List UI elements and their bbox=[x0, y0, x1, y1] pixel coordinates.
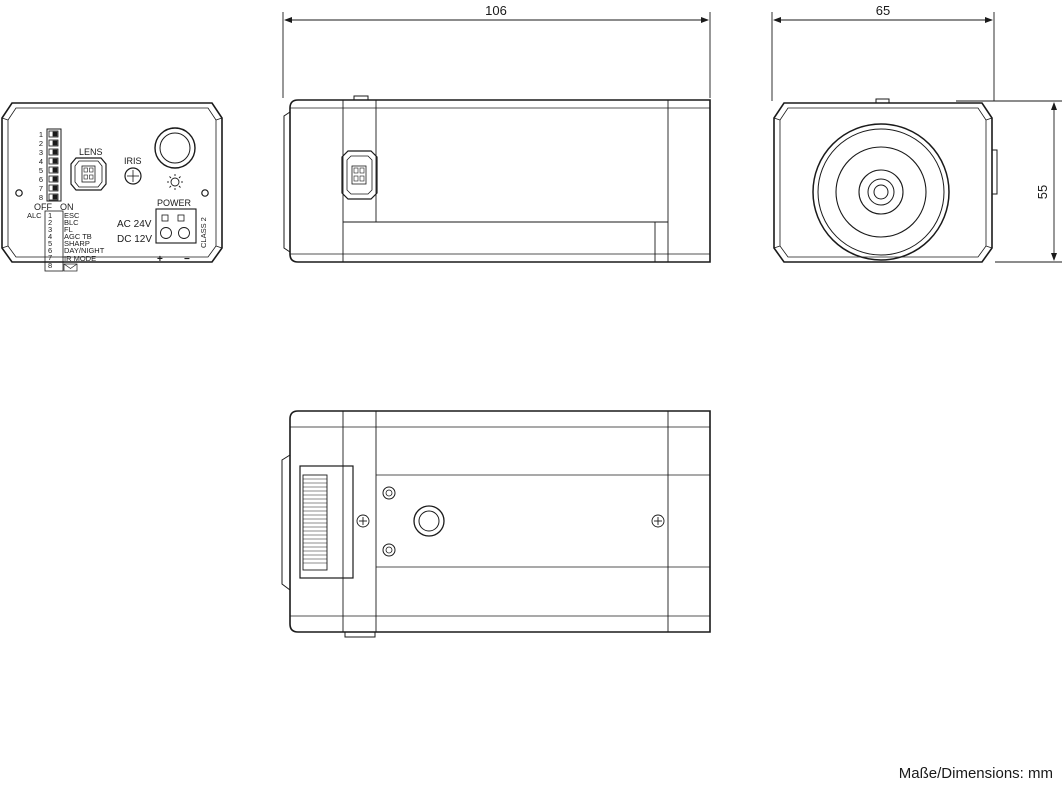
screw-left-icon bbox=[356, 514, 370, 528]
rear-housing-inner bbox=[7, 107, 217, 258]
off-label: OFF bbox=[34, 202, 52, 212]
function-name-5: SHARP bbox=[64, 239, 90, 248]
function-name-4: AGC TB bbox=[64, 232, 92, 241]
function-name-7: IR MODE bbox=[64, 254, 96, 263]
function-table-frame bbox=[44, 210, 64, 272]
lens-center bbox=[873, 184, 889, 200]
height-value: 55 bbox=[1035, 185, 1050, 199]
rear-screw-right bbox=[201, 189, 209, 197]
ir-mode-envelope-icon bbox=[63, 263, 78, 272]
side-lens-connector bbox=[341, 150, 378, 200]
video-connector bbox=[154, 127, 196, 169]
minus-label: − bbox=[184, 254, 190, 265]
dip-switch-toggles bbox=[48, 130, 59, 201]
ac-voltage-label: AC 24V bbox=[117, 219, 152, 230]
rear-view-labels: 1 2 3 4 5 6 7 8 OFF ON LENS IRIS POWER A… bbox=[27, 130, 208, 270]
dip-number-7: 7 bbox=[39, 184, 43, 193]
rear-view bbox=[1, 102, 223, 272]
bottom-view bbox=[281, 410, 711, 638]
rear-housing-outline bbox=[1, 102, 223, 263]
function-name-2: BLC bbox=[64, 218, 79, 227]
alc-label: ALC bbox=[27, 211, 42, 220]
function-name-3: FL bbox=[64, 225, 73, 234]
function-name-1: ESC bbox=[64, 211, 80, 220]
side-top-nub bbox=[353, 95, 369, 100]
iris-label: IRIS bbox=[124, 156, 142, 166]
dip-number-5: 5 bbox=[39, 166, 43, 175]
lens-mount-outer bbox=[812, 123, 950, 261]
function-number-6: 6 bbox=[48, 246, 52, 255]
lens-connector bbox=[70, 157, 107, 191]
mount-hole-bottom bbox=[382, 543, 396, 557]
width-value: 65 bbox=[876, 3, 890, 18]
dip-number-8: 8 bbox=[39, 193, 43, 202]
front-top-nub bbox=[875, 98, 890, 103]
lens-label: LENS bbox=[79, 147, 103, 157]
dimension-lines bbox=[282, 12, 1062, 263]
tripod-socket bbox=[413, 505, 445, 537]
led-sun-icon bbox=[167, 174, 183, 190]
side-lens-flange bbox=[283, 111, 291, 253]
function-name-6: DAY/NIGHT bbox=[64, 246, 105, 255]
dip-number-1: 1 bbox=[39, 130, 43, 139]
focus-ring bbox=[299, 465, 354, 579]
dip-number-4: 4 bbox=[39, 157, 43, 166]
dip-number-2: 2 bbox=[39, 139, 43, 148]
dip-number-6: 6 bbox=[39, 175, 43, 184]
power-terminal bbox=[155, 208, 197, 244]
front-side-connector bbox=[991, 149, 998, 195]
units-note: Maße/Dimensions: mm bbox=[898, 765, 1053, 782]
rear-screw-left bbox=[15, 189, 23, 197]
dip-switch-block bbox=[46, 128, 62, 202]
side-housing-outline bbox=[289, 99, 711, 263]
function-number-2: 2 bbox=[48, 218, 52, 227]
function-number-7: 7 bbox=[48, 253, 52, 262]
dip-number-3: 3 bbox=[39, 148, 43, 157]
focus-ring-knurl bbox=[303, 478, 327, 564]
bottom-housing-outline bbox=[289, 410, 711, 633]
bottom-lens-flange bbox=[281, 454, 291, 591]
dimension-labels: 106 65 55 bbox=[485, 3, 1050, 199]
bottom-nub bbox=[344, 632, 376, 638]
front-view bbox=[773, 98, 998, 263]
length-value: 106 bbox=[485, 3, 507, 18]
screw-right-icon bbox=[651, 514, 665, 528]
function-number-5: 5 bbox=[48, 239, 52, 248]
on-label: ON bbox=[60, 202, 74, 212]
dc-voltage-label: DC 12V bbox=[117, 234, 152, 245]
function-number-3: 3 bbox=[48, 225, 52, 234]
function-number-4: 4 bbox=[48, 232, 52, 241]
mount-hole-top bbox=[382, 486, 396, 500]
function-number-8: 8 bbox=[48, 261, 52, 270]
front-housing-outline bbox=[773, 102, 993, 263]
function-number-1: 1 bbox=[48, 211, 52, 220]
plus-label: + bbox=[157, 254, 163, 265]
side-view bbox=[283, 95, 711, 263]
iris-knob bbox=[124, 167, 142, 185]
class-label: CLASS 2 bbox=[199, 217, 208, 248]
power-label: POWER bbox=[157, 198, 192, 208]
